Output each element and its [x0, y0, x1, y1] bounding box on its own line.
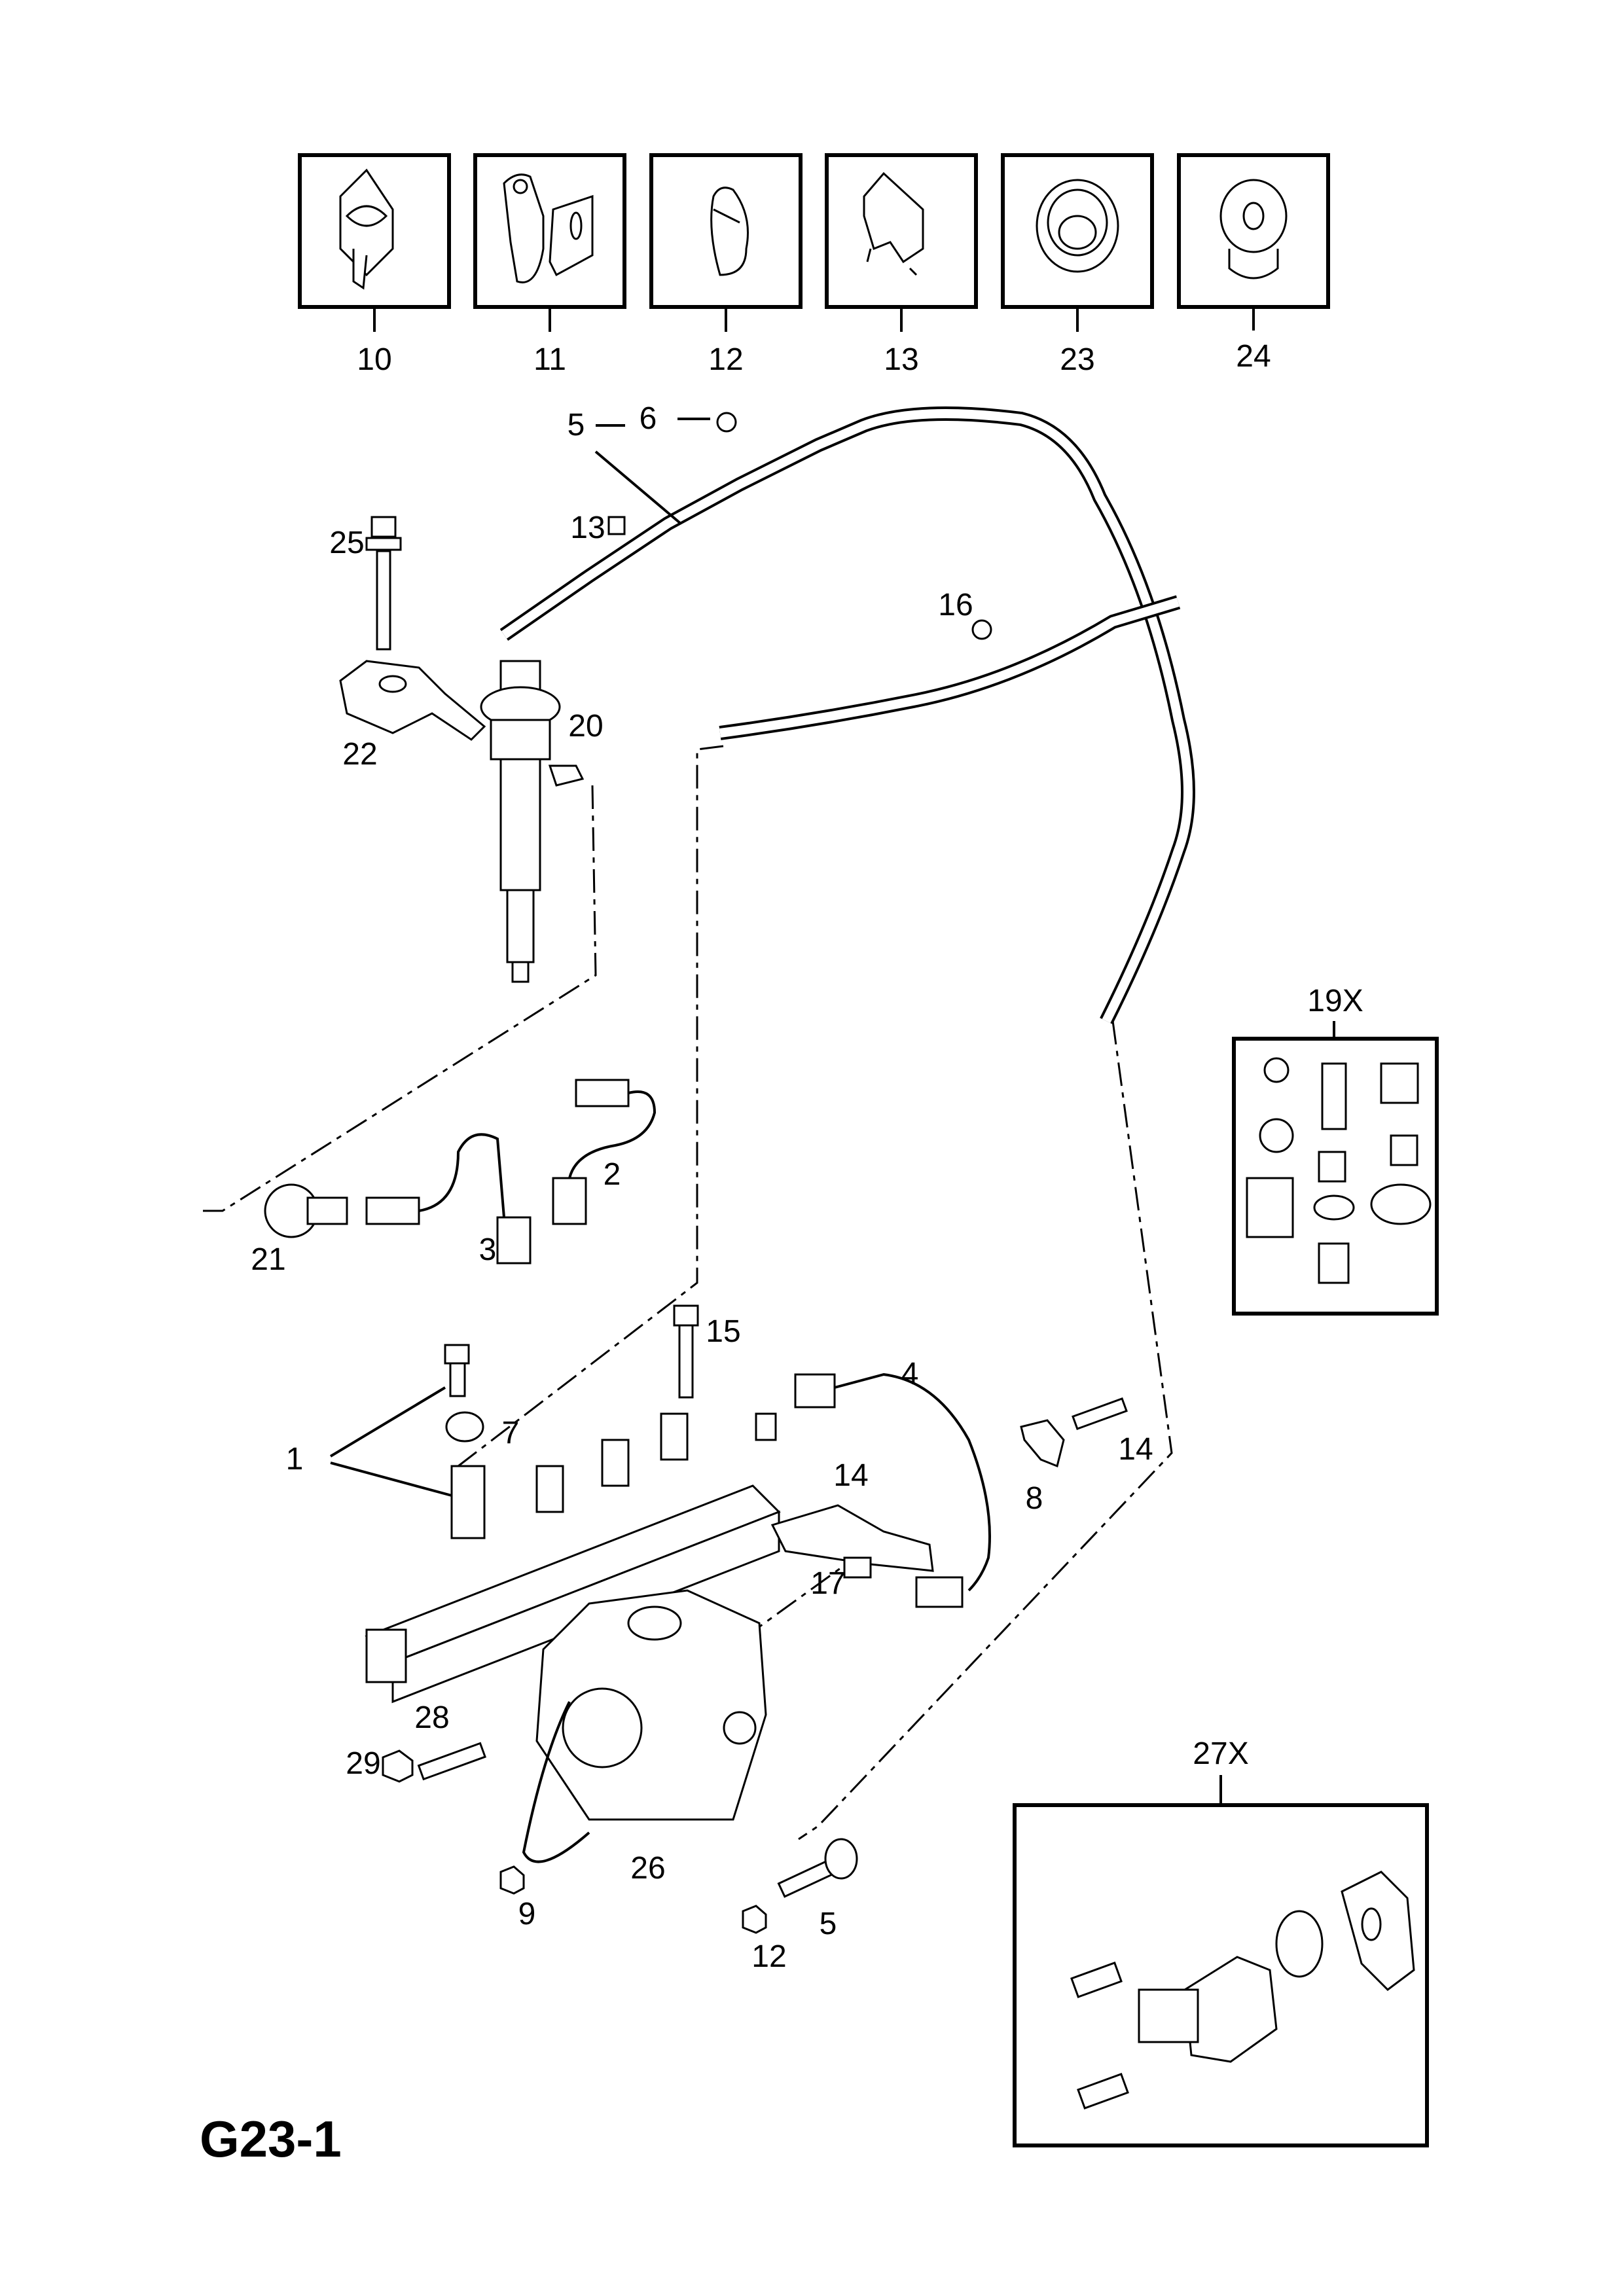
- callout-26: 26: [630, 1851, 665, 1886]
- bolt-16[interactable]: [673, 1304, 699, 1399]
- clip-12a[interactable]: [499, 1865, 525, 1895]
- inset-label-24: 24: [1236, 339, 1271, 374]
- injector-clamp-22[interactable]: [339, 660, 486, 741]
- high-pressure-pipe-4[interactable]: [794, 1372, 991, 1608]
- fuel-injector-20[interactable]: [480, 660, 585, 983]
- inset-box-11[interactable]: 11: [473, 153, 626, 377]
- kit-label-19x: 19X: [1307, 984, 1363, 1018]
- dash-line-pump: [746, 1550, 865, 1638]
- inset-label-13: 13: [884, 342, 918, 377]
- dash-line-leak: [798, 1020, 1173, 1840]
- high-pressure-pump-26[interactable]: [522, 1589, 767, 1863]
- washer-8[interactable]: [445, 1411, 484, 1443]
- dash-line-return: [458, 745, 724, 1467]
- leader-6: [594, 450, 682, 525]
- banjo-bolt-5[interactable]: [777, 1838, 858, 1898]
- callout-13: 13: [570, 511, 605, 545]
- bolt-25[interactable]: [365, 516, 402, 651]
- clip-13-icon: [607, 516, 626, 535]
- inset-label-10: 10: [357, 342, 391, 377]
- inset-label-11: 11: [533, 342, 566, 377]
- callout-2: 2: [604, 1157, 621, 1192]
- callout-9: 8: [1026, 1481, 1043, 1516]
- nut-29[interactable]: [382, 1749, 414, 1783]
- callout-3: 3: [479, 1232, 497, 1267]
- inset-box-24[interactable]: 24: [1177, 153, 1330, 374]
- kit-27x[interactable]: 27X: [1013, 1736, 1429, 2147]
- callout-17: 16: [938, 588, 973, 622]
- fuel-injector-pipe-2[interactable]: [552, 1079, 657, 1225]
- leader-1a: [329, 1386, 446, 1458]
- grommet-icon: [1219, 179, 1288, 279]
- callout-12b: 12: [751, 1939, 786, 1974]
- callout-25: 25: [329, 526, 364, 560]
- inset-box-10[interactable]: 10: [298, 153, 451, 377]
- inset-box-13[interactable]: 13: [825, 153, 978, 377]
- callout-20: 20: [568, 709, 603, 744]
- diagram-title: G23-1: [200, 2110, 342, 2168]
- clip-9[interactable]: [1020, 1419, 1065, 1468]
- callout-29: 29: [346, 1746, 380, 1781]
- callout-12a: 9: [518, 1897, 536, 1931]
- plug-21[interactable]: [264, 1183, 348, 1238]
- callout-4: 4: [901, 1357, 919, 1391]
- bracket-14[interactable]: [770, 1504, 934, 1572]
- hose-clip-icon: [339, 168, 394, 290]
- leader-1b: [330, 1462, 452, 1497]
- bolt-17-icon: [971, 619, 992, 640]
- dash-line-injector: [203, 785, 597, 1212]
- inset-label-23: 23: [1060, 342, 1094, 377]
- callout-1: 1: [286, 1442, 304, 1477]
- callout-14: 14: [833, 1458, 868, 1493]
- inset-box-23[interactable]: 23: [1001, 153, 1154, 377]
- callout-21: 21: [251, 1242, 285, 1277]
- callout-22: 22: [342, 737, 377, 772]
- spring-clip-icon: [863, 171, 924, 276]
- callout-28: 28: [414, 1700, 449, 1735]
- stud-28[interactable]: [417, 1742, 487, 1781]
- inset-box-12[interactable]: 12: [649, 153, 803, 377]
- callout-16: 15: [706, 1314, 740, 1349]
- callout-6: 5: [568, 408, 585, 442]
- bolt-1a[interactable]: [444, 1344, 470, 1397]
- pressure-regulator-valve-kit-icon: [1070, 1871, 1415, 2109]
- inset-label-12: 12: [708, 342, 743, 377]
- callout-15: 14: [1118, 1432, 1153, 1467]
- bolt-15[interactable]: [1072, 1397, 1128, 1431]
- fuel-injector-pipe-3[interactable]: [365, 1133, 532, 1265]
- clip-12b[interactable]: [742, 1905, 767, 1934]
- kit-19x[interactable]: 19X: [1232, 984, 1439, 1316]
- callout-8: 7: [502, 1416, 520, 1450]
- bracket-clamp-icon: [503, 173, 594, 283]
- seal-kit-icon: [1246, 1057, 1432, 1284]
- seal-washer-icon: [1036, 179, 1119, 273]
- leak-off-pipe[interactable]: [499, 406, 1195, 1024]
- band-clip-icon: [710, 187, 749, 276]
- callout-7: 6: [640, 401, 657, 436]
- callout-18: 17: [810, 1566, 845, 1601]
- callout-5: 5: [820, 1907, 837, 1941]
- clip-7-icon: [716, 412, 737, 433]
- kit-label-27x: 27X: [1193, 1736, 1248, 1771]
- bolt-18[interactable]: [843, 1556, 872, 1579]
